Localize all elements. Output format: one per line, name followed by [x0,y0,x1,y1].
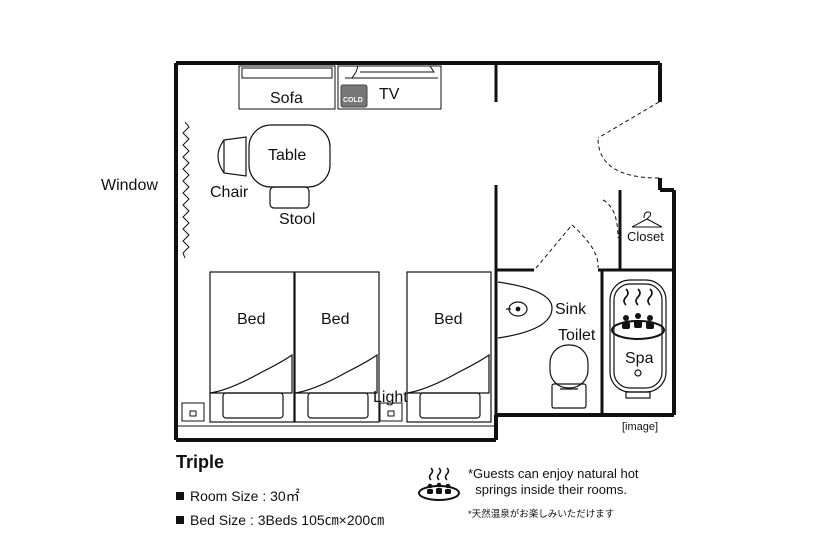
hot-spring-icon [611,288,665,340]
hot-spring-note-en: *Guests can enjoy natural hot springs in… [468,466,639,497]
chair [217,136,247,177]
chair-label: Chair [210,184,249,201]
bed-3 [406,271,492,423]
tv-label: TV [379,86,400,103]
toilet-label: Toilet [558,327,596,344]
hot-spring-note-ja: *天然温泉がお楽しみいただけます [468,509,615,520]
hanger-icon [631,211,663,228]
table-label: Table [268,147,307,164]
bed-size-spec: Bed Size : 3Beds 105㎝×200㎝ [176,510,384,530]
sink [497,281,553,339]
window-label: Window [101,177,158,194]
light-label: Light [373,389,408,406]
stool-label: Stool [279,211,316,228]
closet-door [597,101,660,179]
inner-walls [494,63,674,415]
bed-label: Bed [237,311,266,328]
outer-walls [174,61,676,442]
bullet-square [176,516,184,524]
sink-label: Sink [555,301,587,318]
bed-size-text: Bed Size : 3Beds 105㎝×200㎝ [190,512,385,528]
toilet [549,344,589,409]
bath-door [535,224,599,269]
room-size-spec: Room Size : 30㎡ [176,486,300,506]
room-type-title: Triple [176,452,225,472]
spa-tub [609,279,667,399]
outlet-icon [181,402,205,422]
window-curtain [182,121,190,259]
room-size-text: Room Size : 30㎡ [190,488,300,504]
tv-cabinet [337,65,442,110]
sofa-label: Sofa [270,90,303,107]
hot-spring-icon [418,467,460,501]
fridge-label: COLD [343,97,363,104]
closet-label: Closet [627,229,664,244]
spa-label: Spa [625,350,654,367]
fridge [340,84,368,108]
bed-2 [294,271,380,423]
bed-1 [209,271,295,423]
bed-label: Bed [434,311,463,328]
stool [269,186,310,209]
bed-label: Bed [321,311,350,328]
bullet-square [176,492,184,500]
outlet-icon [379,402,403,422]
image-tag: [image] [622,421,659,433]
sofa [238,65,336,110]
